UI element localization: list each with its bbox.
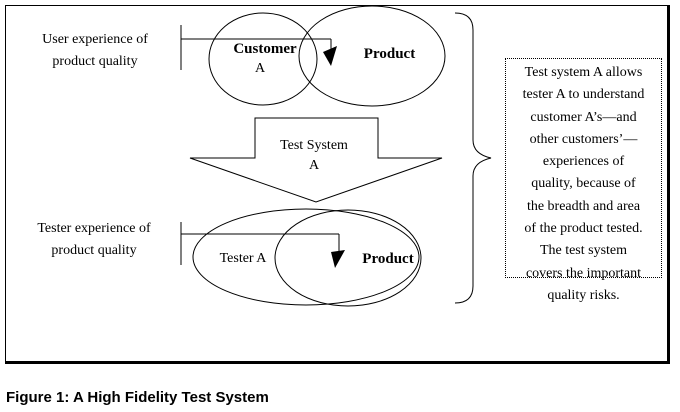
customer-circle: [208, 12, 318, 106]
bottom-arrowhead: [331, 250, 345, 268]
note-line: the breadth and area: [526, 198, 641, 214]
note-line: of the product tested.: [524, 221, 643, 237]
tester-circle: [192, 208, 420, 306]
customer-label: Customer: [233, 41, 297, 57]
explanation-note: Test system A allows tester A to understa…: [505, 58, 662, 303]
figure-caption: Figure 1: A High Fidelity Test System: [6, 389, 269, 406]
note-line: tester A to understand: [522, 87, 645, 103]
customer-a-label: A: [254, 61, 266, 76]
note-line: Test system A allows: [524, 65, 643, 80]
tester-a-label: Tester A: [219, 251, 267, 266]
note-line: experiences of: [542, 154, 625, 170]
user-experience-label: User experience of product quality: [42, 32, 148, 69]
product-circle-top: [298, 5, 446, 107]
note-line: customer A’s—and: [530, 109, 637, 125]
curly-brace: [454, 12, 492, 304]
top-arrowhead: [323, 46, 337, 66]
product-label-top: Product: [363, 46, 416, 62]
test-system-label: Test System A: [280, 138, 348, 173]
figure-frame: [5, 5, 670, 364]
note-line: quality, because of: [531, 176, 636, 192]
note-line: quality risks.: [547, 287, 620, 303]
test-system-arrow: [189, 117, 443, 203]
product-label-bottom: Product: [362, 251, 414, 267]
note-line: covers the important: [525, 265, 642, 281]
note-line: The test system: [539, 243, 628, 259]
note-line: other customers’—: [529, 131, 638, 147]
product-circle-bottom: [274, 209, 422, 307]
tester-experience-label: Tester experience of product quality: [37, 221, 151, 258]
